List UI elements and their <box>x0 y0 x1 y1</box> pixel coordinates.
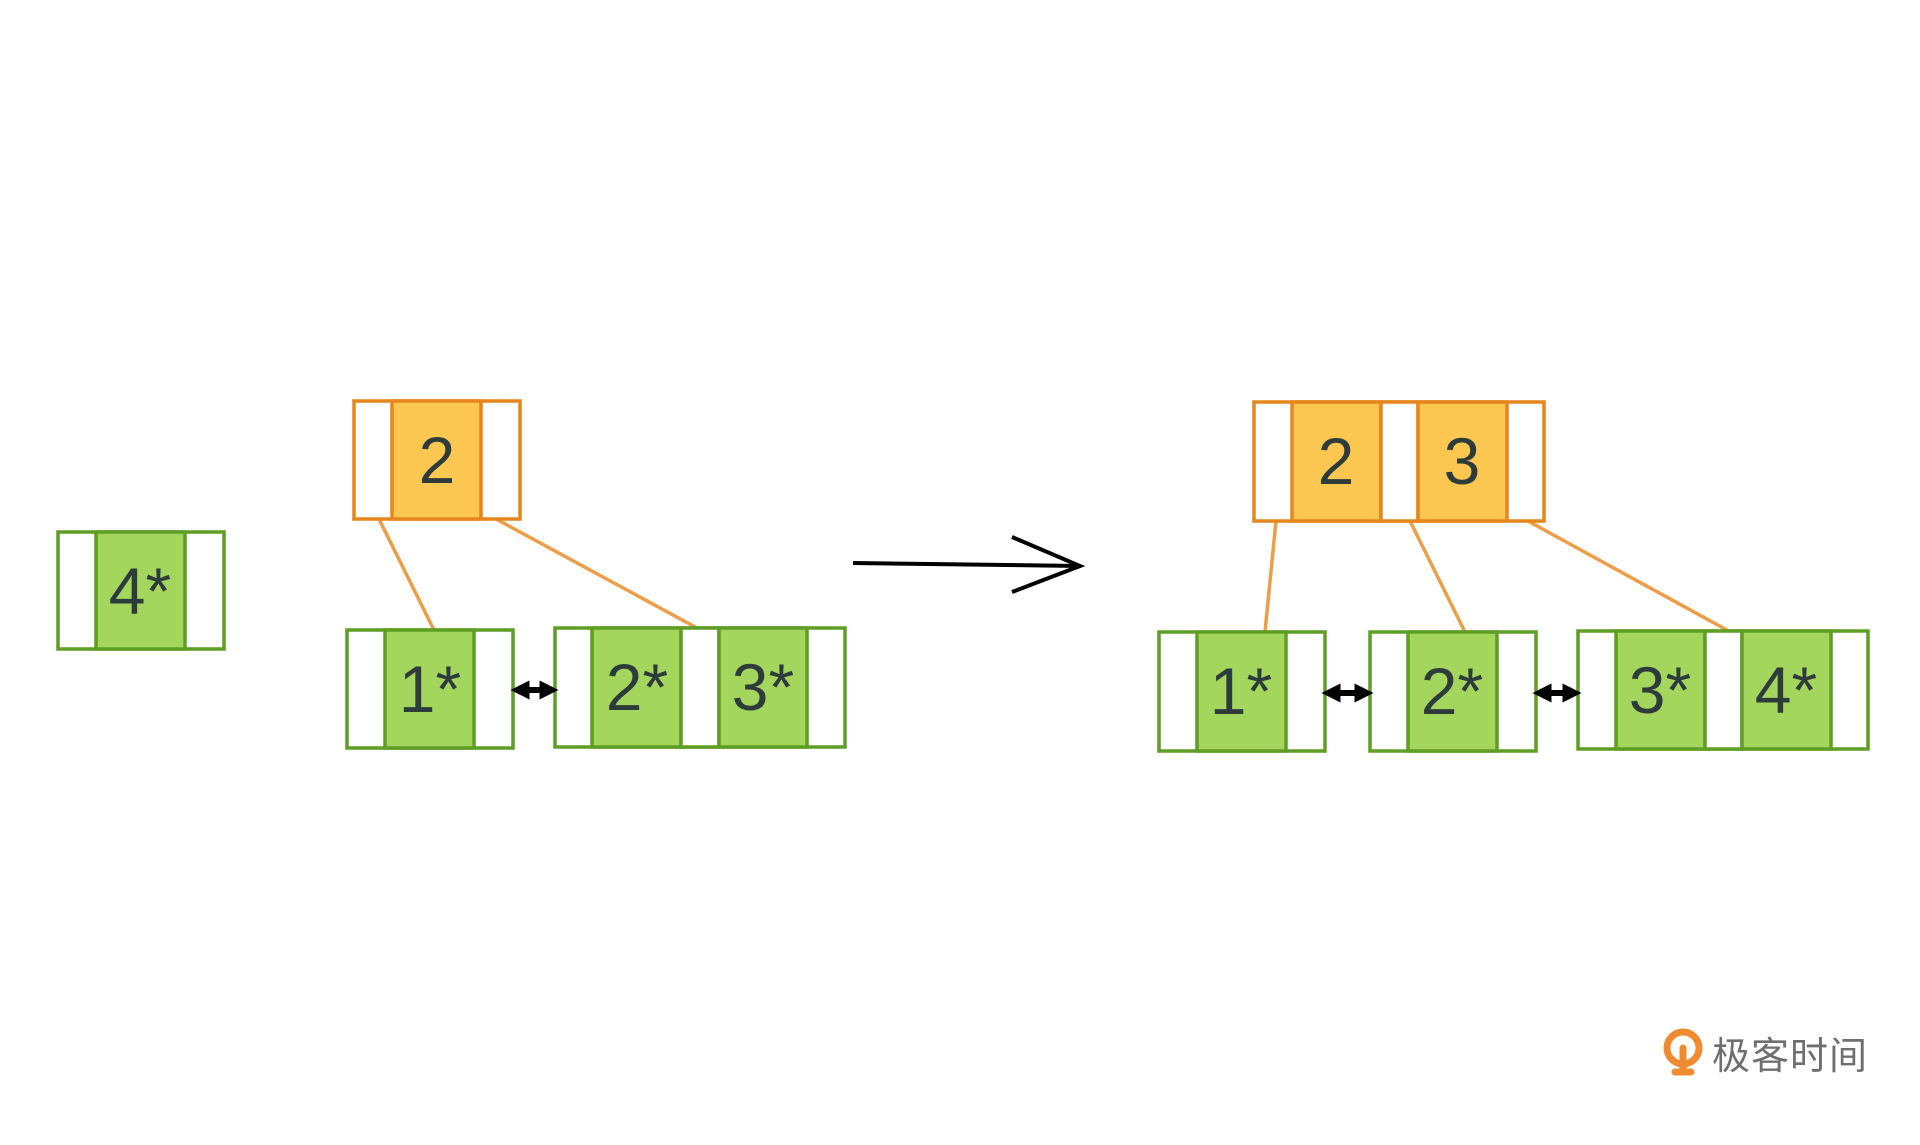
tree-edges-left <box>377 517 709 636</box>
leaf-node-left-1: 1* <box>345 628 515 750</box>
leaf-key: 4* <box>109 554 171 628</box>
leaf-node-right-3: 3* 4* <box>1576 629 1870 751</box>
tree-edges-right <box>1263 519 1737 637</box>
watermark-text: 极客时间 <box>1712 1034 1869 1078</box>
internal-node-left: 2 <box>352 399 522 521</box>
leaf-node-left-2: 2* 3* <box>553 626 847 749</box>
transition-arrow <box>852 535 1086 594</box>
watermark: 极客时间 <box>1662 1025 1868 1080</box>
edge-left-root-to-leaf-2 <box>495 517 709 636</box>
edge-left-root-to-leaf-1 <box>377 518 436 631</box>
leaf-node-right-1: 1* <box>1157 630 1327 753</box>
internal-key: 3 <box>1444 424 1481 498</box>
pending-leaf-node: 4* <box>56 530 226 651</box>
leaf-key: 3* <box>732 650 794 724</box>
edge-right-root-to-leaf-3 <box>1527 519 1737 637</box>
leaf-node-right-2: 2* <box>1368 630 1538 753</box>
internal-key: 2 <box>1318 424 1355 498</box>
leaf-key: 3* <box>1629 653 1691 727</box>
geektime-logo-icon <box>1663 1028 1703 1075</box>
leaf-key: 1* <box>1210 654 1272 728</box>
edge-right-root-to-leaf-1 <box>1263 520 1278 633</box>
internal-key: 2 <box>419 423 456 497</box>
leaf-key: 2* <box>1421 654 1483 728</box>
leaf-key: 4* <box>1755 653 1817 727</box>
leaf-key: 1* <box>399 652 461 726</box>
edge-right-root-to-leaf-2 <box>1408 520 1467 633</box>
leaf-key: 2* <box>606 650 668 724</box>
internal-node-right: 2 3 <box>1252 400 1546 523</box>
